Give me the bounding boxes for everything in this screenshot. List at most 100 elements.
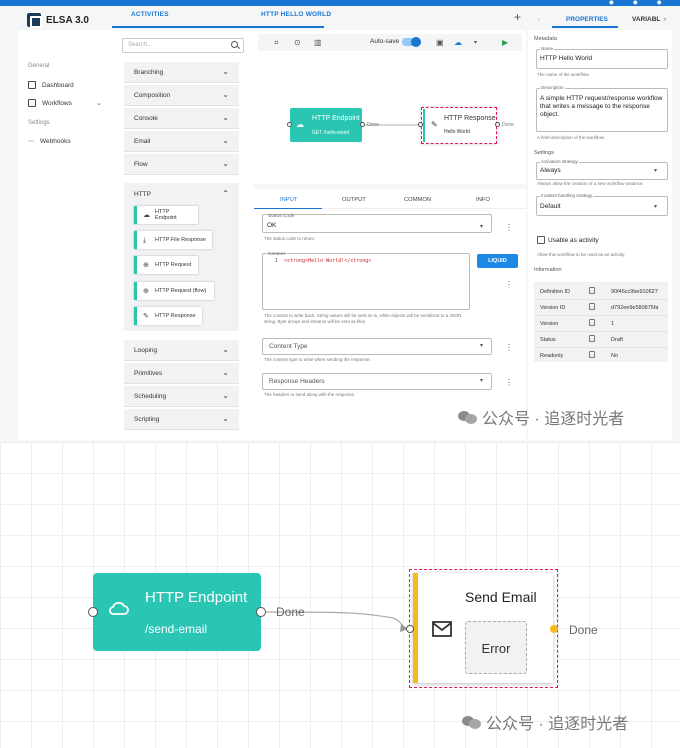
activity-group[interactable]: Email⌄ bbox=[124, 131, 239, 152]
globe-icon: ⊕ bbox=[143, 261, 149, 269]
tab-activities[interactable]: ACTIVITIES bbox=[131, 11, 169, 18]
line-number: 1 bbox=[275, 258, 279, 264]
activity-label: HTTP Request bbox=[155, 262, 192, 268]
activity-group[interactable]: Looping⌄ bbox=[124, 340, 239, 361]
error-outcome-slot[interactable]: Error bbox=[465, 621, 527, 674]
activity-http-endpoint[interactable]: ☁HTTP Endpoint bbox=[134, 206, 198, 224]
center-icon[interactable]: ⊙ bbox=[294, 38, 301, 47]
tab-common[interactable]: COMMON bbox=[404, 197, 432, 203]
activity-label: HTTP Response bbox=[155, 313, 196, 319]
chevron-down-icon: ⌄ bbox=[96, 100, 102, 107]
run-icon[interactable]: ▶ bbox=[502, 38, 509, 47]
activity-group[interactable]: Primitives⌄ bbox=[124, 363, 239, 384]
incident-strategy-select[interactable] bbox=[536, 196, 668, 216]
copy-icon[interactable] bbox=[589, 287, 595, 294]
tab-input[interactable]: INPUT bbox=[280, 197, 298, 203]
field-help: The name of the workflow. bbox=[537, 72, 590, 77]
node-output-port[interactable] bbox=[256, 607, 266, 617]
node-output-port[interactable] bbox=[550, 625, 558, 633]
field-value: HTTP Hello World bbox=[540, 55, 593, 62]
activity-http-response[interactable]: ✎HTTP Response bbox=[134, 307, 202, 325]
content-editor[interactable] bbox=[262, 253, 470, 310]
left-nav bbox=[18, 30, 112, 440]
activity-http-request-flow[interactable]: ⊕HTTP Request (flow) bbox=[134, 282, 214, 300]
add-tab-icon[interactable]: + bbox=[514, 10, 522, 24]
chevron-down-icon: ▾ bbox=[480, 378, 484, 384]
activity-group[interactable]: Scheduling⌄ bbox=[124, 386, 239, 407]
status-code-select[interactable] bbox=[262, 214, 492, 233]
activity-search-input[interactable]: Search... bbox=[122, 38, 244, 53]
name-field[interactable] bbox=[536, 49, 668, 69]
tab-info[interactable]: INFO bbox=[476, 197, 490, 203]
activity-group[interactable]: Composition⌄ bbox=[124, 85, 239, 106]
elsa-studio-screenshot: ● ● ● ELSA 3.0 General Dashboard Workflo… bbox=[0, 0, 680, 442]
response-headers-select[interactable] bbox=[262, 373, 492, 390]
kebab-menu-icon[interactable]: ⋮ bbox=[505, 280, 513, 289]
chevron-down-icon[interactable]: ▾ bbox=[474, 40, 478, 46]
tab-properties[interactable]: PROPERTIES bbox=[566, 16, 608, 23]
zoomed-workflow-canvas[interactable]: HTTP Endpoint /send-email Done Send Emai… bbox=[0, 442, 680, 748]
autosave-toggle[interactable] bbox=[402, 37, 421, 47]
node-output-port[interactable] bbox=[495, 122, 500, 127]
copy-icon[interactable] bbox=[589, 351, 595, 358]
save-icon[interactable]: ▣ bbox=[436, 38, 444, 47]
tab-workflow[interactable]: HTTP HELLO WORLD bbox=[261, 11, 332, 18]
search-icon bbox=[231, 41, 238, 48]
window-controls-icon[interactable]: ● ● ● bbox=[608, 0, 670, 7]
kebab-menu-icon[interactable]: ⋮ bbox=[505, 378, 513, 387]
activity-group[interactable]: Flow⌄ bbox=[124, 154, 239, 175]
chevron-left-icon[interactable]: ‹ bbox=[538, 16, 541, 23]
usable-as-activity-checkbox[interactable] bbox=[537, 236, 545, 244]
layout-icon[interactable]: ▥ bbox=[314, 38, 322, 47]
chevron-down-icon: ⌄ bbox=[222, 136, 229, 145]
copy-icon[interactable] bbox=[589, 335, 595, 342]
activity-group[interactable]: Branching⌄ bbox=[124, 62, 239, 83]
nav-item-webhooks[interactable]: ⋯Webhooks bbox=[28, 138, 71, 145]
node-output-port[interactable] bbox=[360, 122, 365, 127]
chevron-down-icon: ⌄ bbox=[222, 345, 229, 354]
node-input-port[interactable] bbox=[287, 122, 292, 127]
syntax-liquid-button[interactable]: LIQUID bbox=[477, 254, 518, 268]
kebab-menu-icon[interactable]: ⋮ bbox=[505, 343, 513, 352]
row-key: Version ID bbox=[540, 305, 566, 311]
group-label: HTTP bbox=[134, 191, 151, 198]
node-input-port[interactable] bbox=[418, 122, 423, 127]
node-title: HTTP Response bbox=[444, 115, 496, 122]
content-type-select[interactable] bbox=[262, 338, 492, 355]
node-send-email[interactable]: Send Email Error bbox=[409, 569, 558, 688]
nav-item-dashboard[interactable]: Dashboard bbox=[28, 81, 74, 89]
nav-label: Webhooks bbox=[40, 138, 71, 145]
search-placeholder: Search... bbox=[128, 42, 153, 48]
activity-group[interactable]: Scripting⌄ bbox=[124, 409, 239, 430]
node-http-endpoint[interactable]: HTTP Endpoint /send-email bbox=[93, 573, 261, 651]
node-subtitle: /send-email bbox=[145, 622, 208, 636]
checkbox-label: Usable as activity bbox=[548, 237, 599, 244]
field-value: OK bbox=[267, 222, 277, 229]
connector-line bbox=[265, 611, 406, 629]
row-value: No bbox=[611, 353, 619, 359]
node-input-port[interactable] bbox=[88, 607, 98, 617]
activation-strategy-select[interactable] bbox=[536, 162, 668, 180]
tab-output[interactable]: OUTPUT bbox=[342, 197, 366, 203]
tab-variables[interactable]: VARIABL bbox=[632, 16, 661, 23]
description-field[interactable] bbox=[536, 88, 668, 132]
section-metadata: Metadata bbox=[534, 36, 557, 42]
node-input-port[interactable] bbox=[406, 625, 414, 633]
nav-item-workflows[interactable]: Workflows⌄ bbox=[28, 99, 102, 107]
activity-label: HTTP File Response bbox=[155, 237, 206, 243]
nav-heading-general: General bbox=[28, 63, 50, 69]
node-title: HTTP Endpoint bbox=[312, 115, 360, 122]
row-key: Definition ID bbox=[540, 289, 570, 295]
activity-group[interactable]: Console⌄ bbox=[124, 108, 239, 129]
kebab-menu-icon[interactable]: ⋮ bbox=[505, 223, 513, 232]
copy-icon[interactable] bbox=[589, 303, 595, 310]
activity-http-request[interactable]: ⊕ HTTP Request bbox=[134, 256, 198, 274]
copy-icon[interactable] bbox=[589, 319, 595, 326]
publish-cloud-icon[interactable]: ☁ bbox=[454, 38, 462, 47]
section-information: Information bbox=[534, 267, 562, 273]
activity-http-file-response[interactable]: ⤓HTTP File Response bbox=[134, 231, 212, 249]
fit-icon[interactable]: ⌗ bbox=[274, 38, 279, 47]
chevron-right-icon[interactable]: › bbox=[664, 16, 667, 23]
